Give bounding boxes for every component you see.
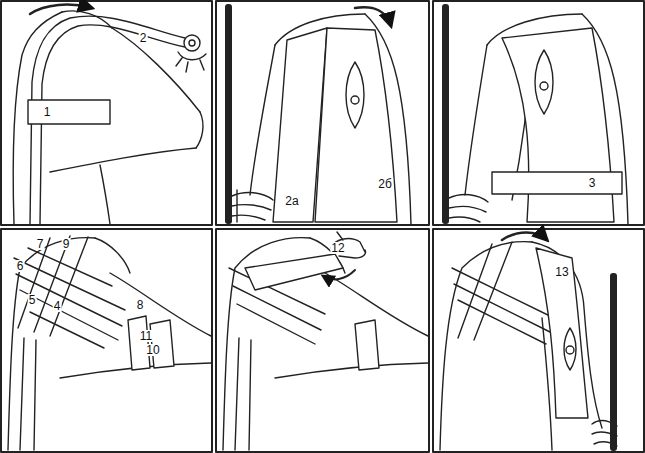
panel-5 bbox=[216, 229, 429, 452]
panel-frame bbox=[216, 1, 429, 225]
panel-frame bbox=[1, 229, 212, 452]
tape-roll bbox=[189, 40, 195, 46]
tape-band bbox=[492, 172, 622, 194]
panel-6 bbox=[433, 229, 644, 452]
callout-number: 10 bbox=[145, 344, 160, 356]
callout-number: 12 bbox=[330, 242, 345, 254]
callout-number: 13 bbox=[554, 266, 569, 278]
callout-number: 2а bbox=[284, 195, 299, 207]
panel-frame bbox=[1, 1, 212, 225]
callout-number: 9 bbox=[62, 238, 71, 250]
panel-1 bbox=[1, 1, 212, 225]
arm-outline bbox=[250, 45, 275, 195]
body-outline bbox=[95, 238, 130, 273]
support-pole bbox=[442, 4, 449, 224]
tape-strip bbox=[536, 248, 588, 418]
direction-arrow bbox=[323, 270, 355, 279]
callout-number: 8 bbox=[136, 299, 145, 311]
tape-strip bbox=[245, 254, 343, 290]
panel-4 bbox=[1, 229, 212, 452]
panel-frame bbox=[433, 1, 644, 225]
direction-arrow bbox=[355, 7, 391, 26]
tape-strip bbox=[452, 268, 554, 344]
callout-number: 4 bbox=[53, 300, 62, 312]
tape-cutout bbox=[564, 328, 576, 370]
panel-frame bbox=[433, 229, 644, 452]
callout-number: 2 bbox=[139, 32, 148, 44]
tape-strip bbox=[28, 248, 112, 348]
direction-arrow bbox=[502, 233, 547, 241]
hand-outline bbox=[176, 52, 206, 72]
hand-outline bbox=[196, 112, 203, 148]
tape-strip bbox=[458, 242, 512, 340]
arm-outline bbox=[532, 242, 602, 428]
tape-strip bbox=[14, 258, 125, 340]
panel-2 bbox=[216, 1, 429, 225]
panel-3 bbox=[433, 1, 644, 225]
body-outline bbox=[100, 165, 110, 224]
direction-arrow bbox=[30, 5, 92, 14]
tape-band bbox=[128, 316, 150, 370]
tape-band bbox=[355, 320, 379, 370]
body-outline bbox=[440, 242, 532, 450]
callout-number: 3 bbox=[588, 177, 597, 189]
callout-number: 7 bbox=[36, 238, 45, 250]
arm-outline bbox=[465, 45, 487, 195]
callout-number: 1 bbox=[43, 106, 52, 118]
hand-outline bbox=[331, 232, 366, 258]
hand-outline bbox=[232, 190, 273, 222]
arm-outline bbox=[325, 273, 428, 336]
joint-marker bbox=[566, 346, 574, 354]
tape-strip bbox=[235, 338, 251, 450]
tape-strip bbox=[20, 338, 36, 450]
joint-marker bbox=[540, 82, 548, 90]
callout-number: 6 bbox=[16, 260, 25, 272]
tape-strip bbox=[18, 236, 88, 336]
callout-number: 2б bbox=[377, 178, 393, 190]
arm-outline bbox=[50, 148, 196, 172]
joint-marker bbox=[351, 96, 359, 104]
arm-outline bbox=[275, 363, 428, 378]
tape-roll bbox=[184, 35, 200, 51]
support-pole bbox=[225, 4, 232, 224]
callout-number: 5 bbox=[28, 294, 37, 306]
tape-cutout bbox=[535, 50, 553, 114]
panel-frame bbox=[216, 229, 429, 452]
tape-strip bbox=[315, 28, 397, 222]
tape-band bbox=[28, 100, 110, 124]
callout-number: 11 bbox=[139, 330, 153, 342]
body-outline bbox=[8, 238, 95, 450]
hand-outline bbox=[449, 195, 488, 222]
tape-cutout bbox=[346, 62, 364, 128]
hand-outline bbox=[592, 420, 617, 446]
